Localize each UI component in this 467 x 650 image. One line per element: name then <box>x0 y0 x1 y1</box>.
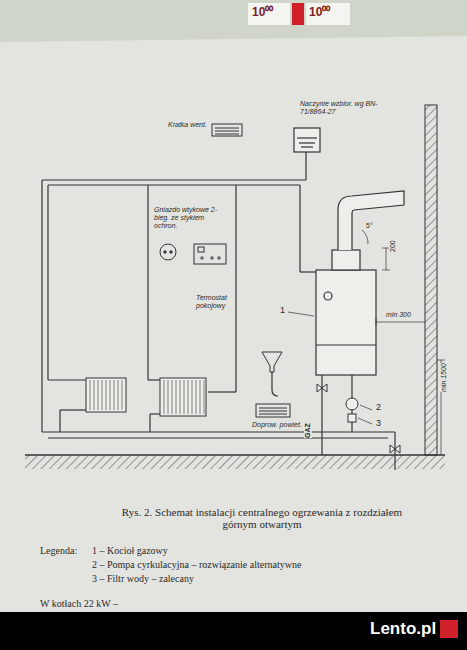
bottom-band <box>0 612 467 650</box>
radiator-fins <box>90 380 204 414</box>
thermostat-box <box>194 244 226 264</box>
label-text: 2 <box>376 403 381 413</box>
price-tag <box>248 3 290 25</box>
label-text: W kotłach 22 kW – <box>40 598 118 609</box>
vent-grille <box>212 124 242 136</box>
expansion-tank <box>294 128 320 152</box>
book-page <box>0 36 467 612</box>
wall <box>425 105 437 455</box>
logo-square <box>440 620 458 638</box>
node-label-group: Naczynie wzbior. wg BN-71/8864-27 <box>300 100 378 116</box>
figure-caption: Rys. 2. Schemat instalacji centralnego o… <box>112 506 412 530</box>
node-label-group: Gniazdo wtykowe 2-bieg. ze stykiem ochro… <box>154 206 226 230</box>
label-text: min 1500 <box>440 363 448 392</box>
label-text: 3 <box>376 419 381 429</box>
node-text: Naczynie wzbior. wg BN-71/8864-27 <box>300 100 378 116</box>
label-text: GAZ <box>304 423 312 438</box>
node-label-group: Kratka went. <box>168 121 210 129</box>
label-text: Legenda: <box>40 545 77 556</box>
radiator <box>86 378 206 416</box>
label-text: 5° <box>366 222 373 230</box>
floor <box>25 455 445 469</box>
socket-symbol <box>160 244 176 260</box>
label-text: 10⁰⁰ <box>309 6 330 19</box>
label-text: 200 <box>389 240 397 252</box>
node-label-group: Termostat pokojowy <box>196 294 242 310</box>
node-label-group: Doprow. powiet. <box>252 421 312 429</box>
floor-line <box>25 454 445 455</box>
legend-entry: 2 – Pompa cyrkulacyjna – rozwiązanie alt… <box>92 559 301 570</box>
node-text: Doprow. powiet. <box>252 421 312 429</box>
node-text: Gniazdo wtykowe 2-bieg. ze stykiem ochro… <box>154 206 226 230</box>
legend-entry: 1 – Kocioł gazowy <box>92 545 168 556</box>
label-text: Lento.pl <box>370 620 436 639</box>
price-tag-red <box>292 3 304 25</box>
label-text: 10⁰⁰ <box>252 6 273 19</box>
node-text: Termostat pokojowy <box>196 294 242 310</box>
dimension-lines <box>288 230 445 455</box>
label-text: min 300 <box>386 311 411 319</box>
background-paper <box>0 0 467 42</box>
gas-boiler <box>316 191 404 375</box>
price-tag <box>306 3 350 25</box>
label-text: 1 <box>280 306 285 316</box>
air-grille <box>256 404 290 417</box>
pump-and-filter <box>317 384 400 453</box>
legend-entry: 3 – Filtr wody – zalecany <box>92 573 194 584</box>
node-text: Kratka went. <box>168 121 210 129</box>
drain-funnel <box>262 352 282 372</box>
